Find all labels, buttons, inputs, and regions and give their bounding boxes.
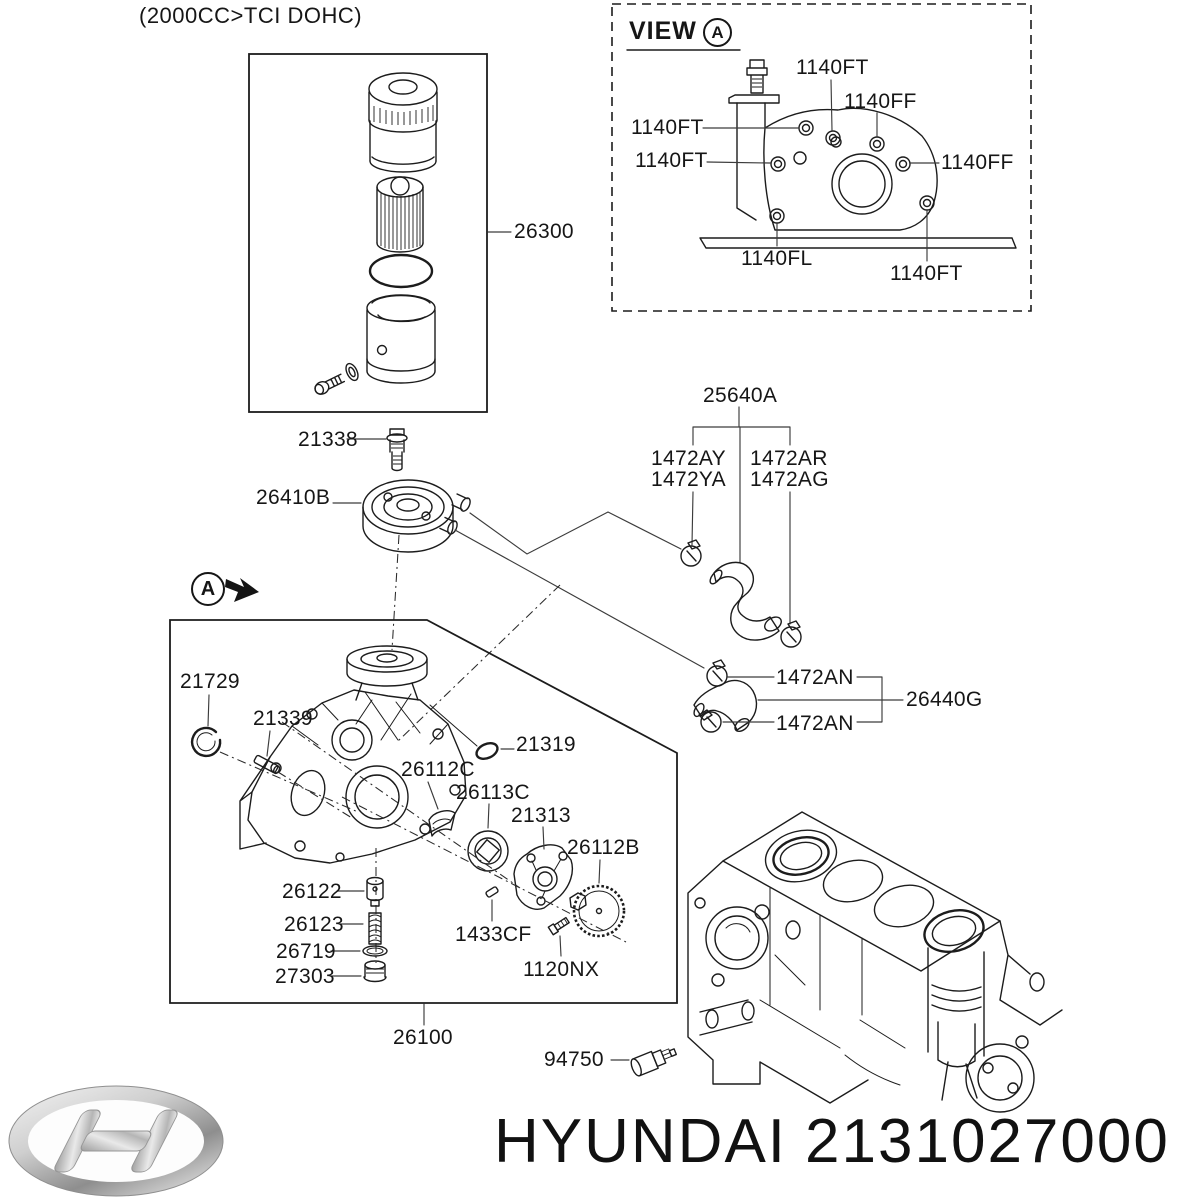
callout-clamp-an-upper: 1472AN xyxy=(776,666,854,689)
callout-front-seal: 21729 xyxy=(180,670,240,693)
view-a-inset xyxy=(611,3,1032,312)
callout-oil-cooler: 26410B xyxy=(256,486,331,509)
section-a-marker: A xyxy=(191,572,225,606)
callout-relief-plug: 27303 xyxy=(275,965,335,988)
view-ref-marker: A xyxy=(703,18,732,47)
callout-filter-stud: 21338 xyxy=(298,428,358,451)
callout-bolt-ft-left-upper: 1140FT xyxy=(631,116,704,139)
oil-pump-box xyxy=(169,578,678,1026)
filter-stud-drawing xyxy=(346,428,408,472)
engine-block-drawing xyxy=(687,811,1063,1113)
callout-pump-gear: 26112B xyxy=(567,836,640,859)
callout-oil-filter-assy: 26300 xyxy=(514,220,574,243)
callout-bolt-ft-bottom-right: 1140FT xyxy=(890,262,963,285)
brand-name: HYUNDAI xyxy=(494,1107,788,1176)
engine-variant-note: (2000CC>TCI DOHC) xyxy=(139,3,363,28)
callout-o-ring: 21319 xyxy=(516,733,576,756)
callout-relief-plunger: 26122 xyxy=(282,880,342,903)
callout-hose-assy: 25640A xyxy=(703,384,778,407)
callout-clamp-an-lower: 1472AN xyxy=(776,712,854,735)
oil-pump-drawing xyxy=(239,645,467,864)
callout-bolt-ff-top: 1140FF xyxy=(844,90,917,113)
callout-bolt-ff-right: 1140FF xyxy=(941,151,1014,174)
callout-dowel-pin: 21339 xyxy=(253,707,313,730)
callout-relief-gasket: 26719 xyxy=(276,940,336,963)
callout-clamp-ar: 1472AR xyxy=(750,447,828,470)
callout-cover-pin: 1433CF xyxy=(455,923,532,946)
view-title: VIEW xyxy=(629,17,697,45)
callout-cover-bolt: 1120NX xyxy=(523,958,600,981)
part-number: 2131027000 xyxy=(805,1107,1170,1176)
callout-pump-cover: 21313 xyxy=(511,804,571,827)
callout-pressure-switch: 94750 xyxy=(544,1048,604,1071)
pump-small-parts xyxy=(190,694,627,983)
callout-relief-spring: 26123 xyxy=(284,913,344,936)
pressure-switch-drawing xyxy=(610,1048,678,1077)
callout-bolt-fl-bottom: 1140FL xyxy=(741,247,813,270)
oil-cooler-drawing xyxy=(332,479,471,553)
callout-clamp-ag: 1472AG xyxy=(750,468,829,491)
callout-clamp-ya: 1472YA xyxy=(651,468,726,491)
callout-clamp-ay: 1472AY xyxy=(651,447,726,470)
callout-pump-rotor: 26113C xyxy=(456,781,530,804)
callout-elbow-hose: 26440G xyxy=(906,688,983,711)
hyundai-logo xyxy=(8,1085,224,1197)
callout-bolt-ft-left-lower: 1140FT xyxy=(635,149,708,172)
hose-assy-drawing xyxy=(680,406,904,733)
spring xyxy=(368,912,382,945)
callout-oil-pump-assy: 26100 xyxy=(393,1026,453,1049)
callout-bolt-ft-top: 1140FT xyxy=(796,56,869,79)
oil-filter-kit-drawing xyxy=(248,53,512,413)
callout-valve-guide: 26112C xyxy=(401,758,475,781)
